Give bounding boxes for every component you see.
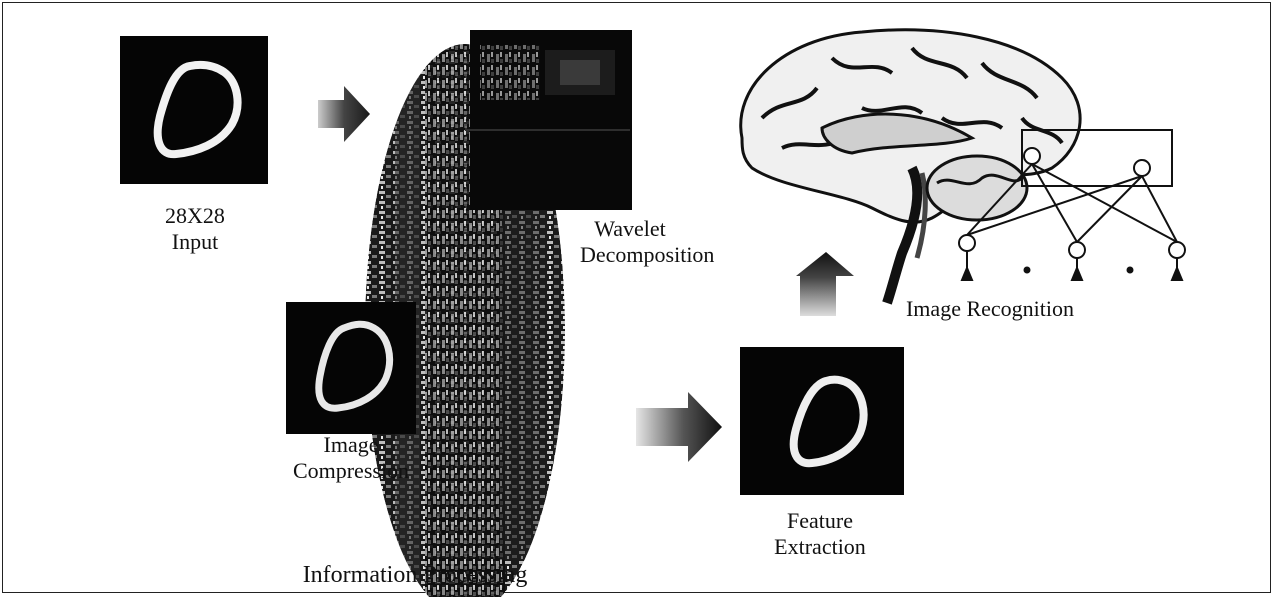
compression-label-line-1: Image	[276, 432, 426, 458]
information-processing-label: Information Processing	[255, 562, 575, 588]
arrow-to-feature-icon	[636, 392, 722, 462]
feature-digit-image	[740, 347, 904, 495]
wavelet-label: Wavelet Decomposition	[530, 216, 700, 268]
wavelet-decomposition-image	[0, 0, 640, 597]
compression-label: Image Compression	[276, 432, 426, 484]
wavelet-label-line-2: Decomposition	[580, 242, 700, 268]
digit-zero-icon	[286, 302, 416, 434]
compression-label-line-2: Compression	[276, 458, 426, 484]
feature-label: Feature Extraction	[750, 508, 890, 560]
image-recognition-label: Image Recognition	[860, 296, 1120, 322]
wavelet-label-line-1: Wavelet	[560, 216, 700, 242]
brain-network-image	[722, 18, 1192, 308]
feature-label-line-1: Feature	[750, 508, 890, 534]
digit-zero-icon	[740, 347, 904, 495]
feature-label-line-2: Extraction	[750, 534, 890, 560]
compressed-digit-image	[286, 302, 416, 434]
arrow-to-recognition-icon	[796, 252, 854, 316]
